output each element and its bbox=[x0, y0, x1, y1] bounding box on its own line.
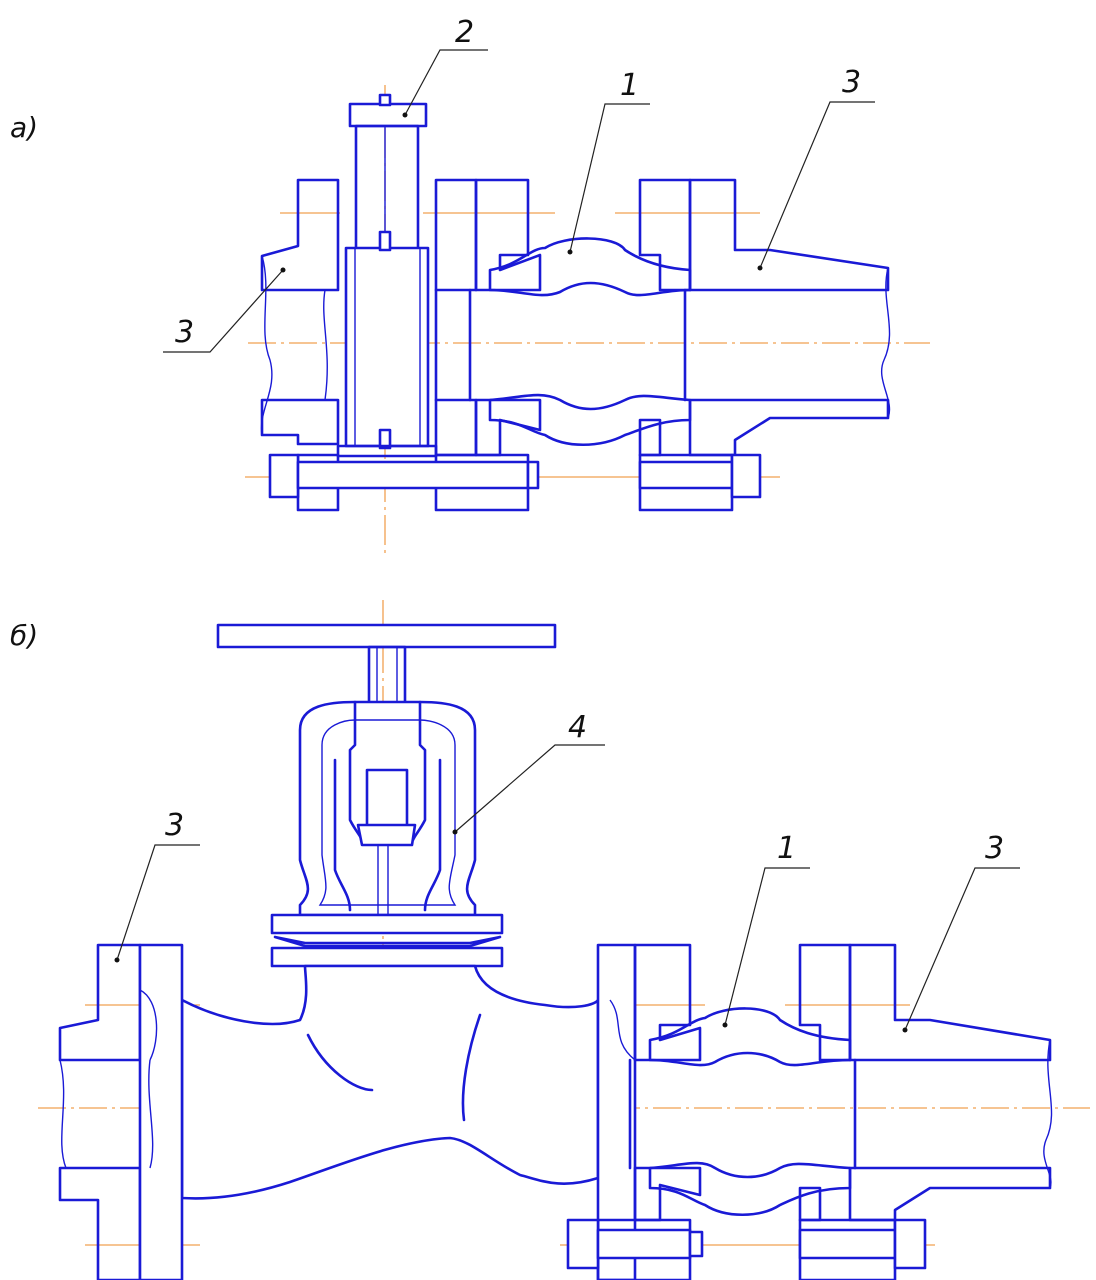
view-a-caption: а) bbox=[10, 111, 38, 144]
label-4: 4 bbox=[568, 710, 587, 745]
view-a-labels: 2 1 3 3 bbox=[163, 15, 875, 353]
view-b-right-pipe bbox=[798, 943, 1053, 1280]
label-3-a-right: 3 bbox=[842, 65, 861, 100]
view-b-left-pipe bbox=[58, 943, 184, 1280]
view-b-labels: 4 3 1 3 bbox=[114, 710, 1020, 1033]
view-b-bolts bbox=[566, 1218, 927, 1270]
label-2: 2 bbox=[455, 15, 474, 50]
valve-4-bonnet bbox=[298, 700, 477, 917]
view-a-bolts bbox=[268, 453, 762, 499]
label-1-a: 1 bbox=[620, 68, 639, 103]
label-3-b-left: 3 bbox=[165, 808, 184, 843]
view-a-middle-left-flange bbox=[434, 178, 542, 512]
label-3-b-right: 3 bbox=[985, 831, 1004, 866]
valve-2-a bbox=[336, 93, 438, 458]
view-b: б) bbox=[10, 600, 1090, 1280]
valve-4-body bbox=[180, 964, 600, 1200]
view-a: а) bbox=[10, 15, 930, 555]
view-a-right-flange bbox=[638, 178, 891, 512]
label-3-a-left: 3 bbox=[175, 315, 194, 350]
view-b-caption: б) bbox=[10, 619, 38, 652]
valve-4-handwheel bbox=[216, 623, 557, 709]
valve-4-bonnet-flange bbox=[270, 913, 504, 968]
label-1-b: 1 bbox=[777, 831, 796, 866]
